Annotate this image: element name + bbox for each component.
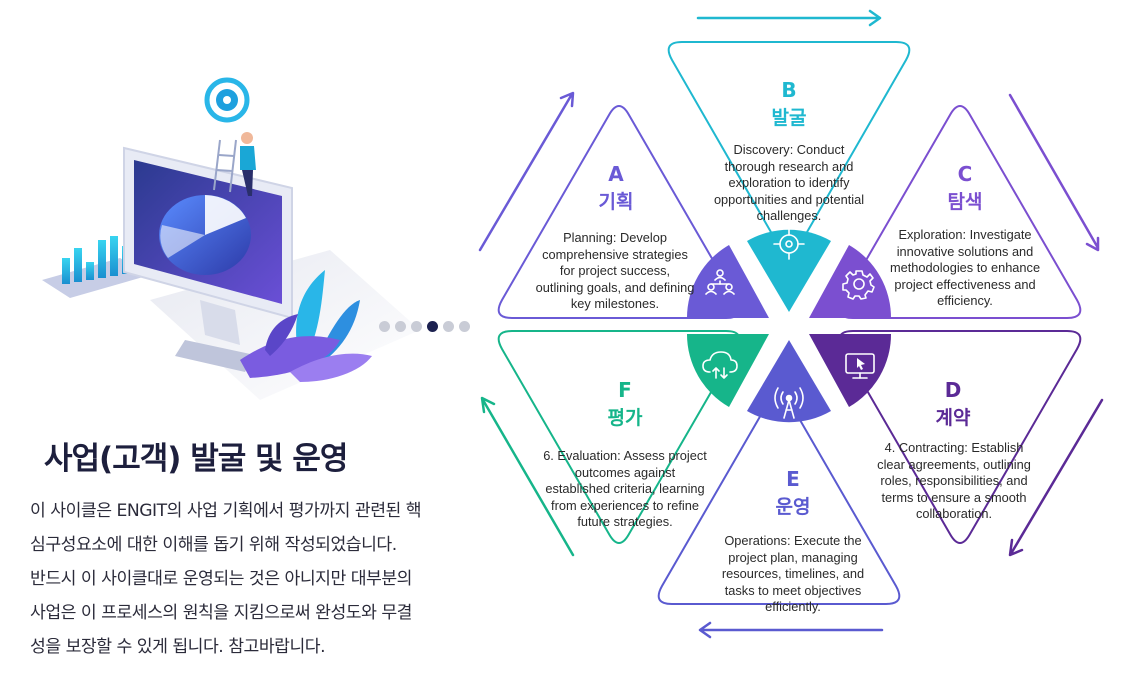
- segment-d-text: 4. Contracting: Establish clear agreemen…: [849, 440, 1059, 523]
- segment-b-text: Discovery: Conduct thorough research and…: [684, 142, 894, 225]
- pagination-dot[interactable]: [427, 321, 438, 332]
- segment-e-line: project plan, managing: [728, 549, 858, 565]
- segment-f-line: established criteria, learning: [545, 481, 705, 497]
- pagination-dot[interactable]: [379, 321, 390, 332]
- wedge-e: [747, 340, 831, 423]
- segment-c-name: 탐색: [947, 191, 983, 213]
- description: 이 사이클은 ENGIT의 사업 기획에서 평가까지 관련된 핵 심구성요소에 …: [30, 494, 500, 664]
- segment-c-line: methodologies to enhance: [889, 260, 1041, 276]
- cycle-arrows: [478, 9, 1104, 639]
- segment-d-name: 계약: [935, 407, 971, 429]
- segment-f-text: 6. Evaluation: Assess project outcomes a…: [520, 448, 730, 531]
- arrow-lower-right: [1008, 398, 1104, 557]
- arrow-lower-left: [480, 396, 575, 557]
- page-heading: 사업(고객) 발굴 및 운영: [44, 441, 348, 477]
- pagination-dots: [379, 321, 470, 333]
- description-line: 반드시 이 사이클대로 운영되는 것은 아니지만 대부분의: [30, 569, 412, 589]
- segment-d-line: clear agreements, outlining: [877, 456, 1031, 472]
- wedge-f: [686, 334, 769, 407]
- segment-f-line: outcomes against: [574, 464, 676, 480]
- segment-a-line: Planning: Develop: [563, 230, 667, 245]
- segment-a-name: 기획: [598, 191, 634, 213]
- description-line: 심구성요소에 대한 이해를 돕기 위해 작성되었습니다.: [30, 535, 397, 555]
- segment-c-letter: C: [957, 162, 973, 186]
- pagination-dot[interactable]: [395, 321, 406, 332]
- arrow-upper-left: [478, 91, 575, 252]
- segment-e-line: tasks to meet objectives: [724, 582, 862, 598]
- description-line: 이 사이클은 ENGIT의 사업 기획에서 평가까지 관련된 핵: [30, 501, 422, 521]
- gear-icon: [842, 270, 875, 300]
- wedge-c: [809, 245, 892, 318]
- description-line: 사업은 이 프로세스의 원칙을 지킴으로써 완성도와 무결: [30, 603, 412, 623]
- segment-f-line: 6. Evaluation: Assess project: [543, 448, 707, 463]
- segment-d-line: collaboration.: [915, 506, 993, 522]
- segment-d-line: roles, responsibilities, and: [880, 473, 1028, 489]
- segment-b-line: exploration to identify: [728, 175, 850, 191]
- segment-a-line: for project success,: [559, 263, 671, 279]
- pagination-dot[interactable]: [411, 321, 422, 332]
- arrow-bottom: [698, 621, 884, 639]
- antenna-icon: [774, 387, 804, 419]
- segment-b-line: thorough research and: [724, 158, 854, 174]
- segment-b-line: challenges.: [756, 208, 822, 224]
- arrow-top: [696, 9, 882, 27]
- segment-e-line: resources, timelines, and: [721, 566, 865, 582]
- segment-d-line: terms to ensure a smooth: [881, 489, 1027, 505]
- segment-c-line: Exploration: Investigate: [898, 227, 1032, 242]
- segment-e-name: 운영: [775, 496, 811, 518]
- target-icon: [773, 228, 805, 260]
- segment-b-name: 발굴: [771, 107, 807, 129]
- wedge-b: [747, 229, 831, 312]
- wedge-a: [686, 245, 769, 318]
- segment-a-letter: A: [608, 162, 624, 186]
- segment-a-text: Planning: Develop comprehensive strategi…: [510, 230, 720, 313]
- segment-e-text: Operations: Execute the project plan, ma…: [688, 533, 898, 616]
- segment-f-line: future strategies.: [577, 514, 673, 530]
- wedge-d: [809, 334, 892, 407]
- segment-f-line: from experiences to refine: [551, 497, 699, 513]
- computer-illustration: [42, 77, 420, 400]
- segment-b-line: Discovery: Conduct: [733, 142, 845, 157]
- pagination-dot[interactable]: [459, 321, 470, 332]
- description-line: 성을 보장할 수 있게 됩니다. 참고바랍니다.: [30, 637, 326, 657]
- org-chart-icon: [705, 269, 735, 295]
- segment-f-name: 평가: [607, 407, 643, 429]
- segment-d-letter: D: [944, 378, 962, 402]
- segment-a-line: comprehensive strategies: [542, 246, 688, 262]
- segment-c-text: Exploration: Investigate innovative solu…: [860, 227, 1070, 310]
- segment-e-line: efficiently.: [765, 599, 821, 615]
- monitor-cursor-icon: [845, 353, 875, 379]
- segment-c-line: project effectiveness and: [894, 276, 1036, 292]
- segment-e-letter: E: [786, 467, 800, 491]
- segment-a-line: outlining goals, and defining: [535, 279, 695, 295]
- arrow-upper-right: [1008, 93, 1100, 252]
- segment-c-line: innovative solutions and: [896, 243, 1034, 259]
- segment-f-letter: F: [618, 378, 632, 402]
- segment-e-line: Operations: Execute the: [724, 533, 862, 548]
- segment-b-line: opportunities and potential: [713, 191, 865, 207]
- segment-c-line: efficiency.: [937, 293, 993, 309]
- segment-a-line: key milestones.: [570, 296, 660, 312]
- segment-d-line: 4. Contracting: Establish: [884, 440, 1024, 455]
- cloud-sync-icon: [702, 351, 738, 379]
- segment-b-letter: B: [781, 78, 797, 102]
- pagination-dot[interactable]: [443, 321, 454, 332]
